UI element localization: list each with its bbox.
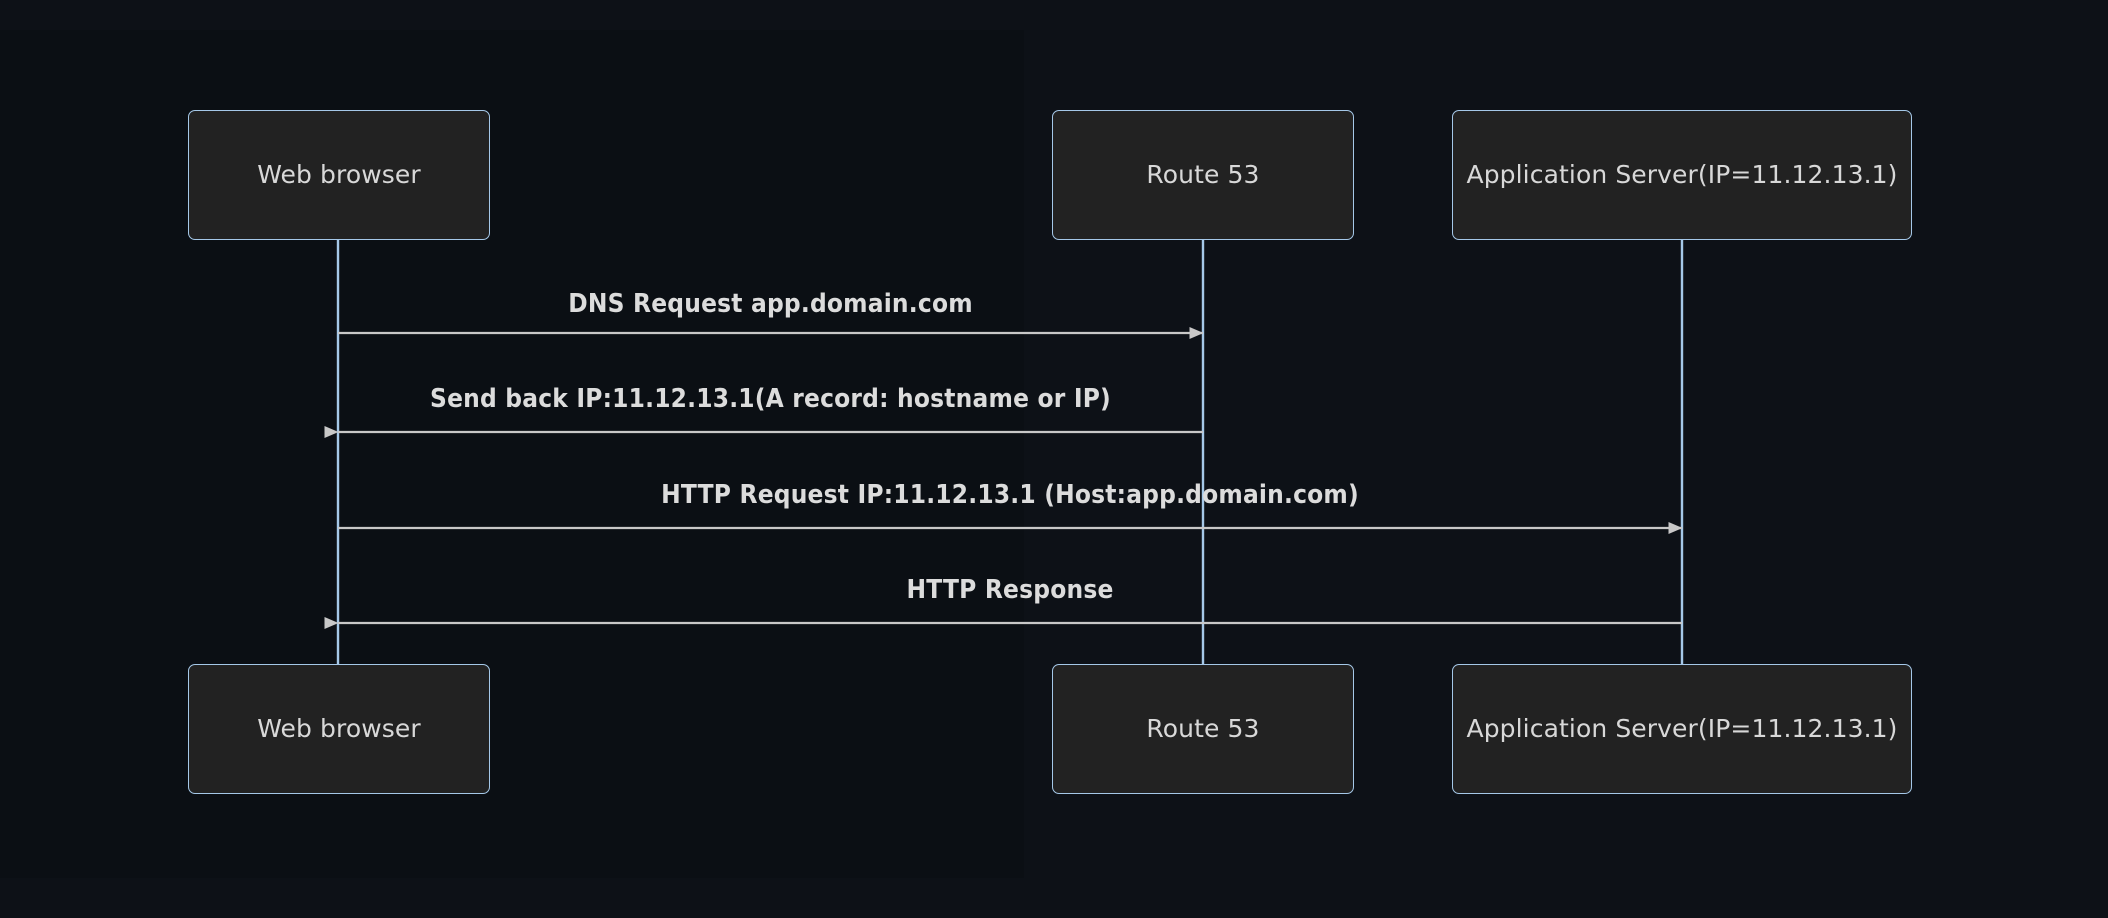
- participant-label-application-server-top: Application Server(IP=11.12.13.1): [1466, 160, 1898, 190]
- participant-box-application-server-top[interactable]: Application Server(IP=11.12.13.1): [1452, 110, 1912, 240]
- participant-label-route-53-bottom: Route 53: [1146, 714, 1260, 744]
- message-label-3: HTTP Request IP:11.12.13.1 (Host:app.dom…: [661, 480, 1359, 510]
- lifelines-group: [336, 240, 1684, 664]
- participant-label-application-server-bottom: Application Server(IP=11.12.13.1): [1466, 714, 1898, 744]
- participant-box-web-browser-top[interactable]: Web browser: [188, 110, 490, 240]
- participant-box-route-53-top[interactable]: Route 53: [1052, 110, 1354, 240]
- participant-label-web-browser-bottom: Web browser: [257, 714, 421, 744]
- participant-box-web-browser-bottom[interactable]: Web browser: [188, 664, 490, 794]
- participant-label-web-browser-top: Web browser: [257, 160, 421, 190]
- participant-box-route-53-bottom[interactable]: Route 53: [1052, 664, 1354, 794]
- message-label-2: Send back IP:11.12.13.1(A record: hostna…: [430, 384, 1111, 414]
- message-label-4: HTTP Response: [906, 575, 1114, 605]
- message-label-1: DNS Request app.domain.com: [568, 289, 973, 319]
- message-arrows-group: [324, 327, 1683, 629]
- participant-label-route-53-top: Route 53: [1146, 160, 1260, 190]
- participant-box-application-server-bottom[interactable]: Application Server(IP=11.12.13.1): [1452, 664, 1912, 794]
